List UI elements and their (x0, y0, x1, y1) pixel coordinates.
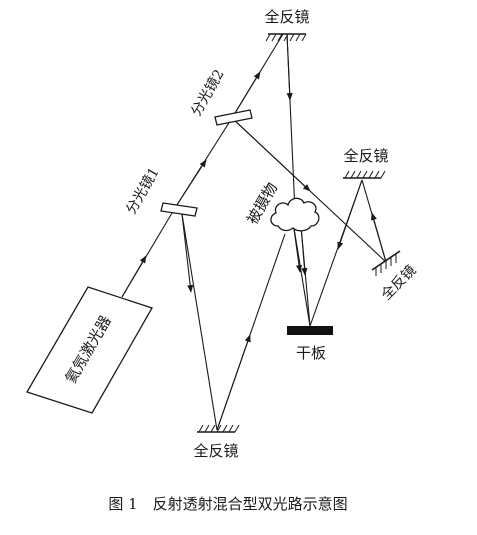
ray-arrow-splitter1-to-splitter2 (174, 159, 207, 209)
holographic-plate: 干板 (287, 326, 333, 362)
mirror-right-lower-hatch (375, 254, 397, 276)
ray-arrow-laser-to-splitter1 (121, 255, 147, 298)
ray-arrow-splitter2-to-right-lower-mirror (231, 117, 311, 192)
ray-arrow-splitter1-to-bottom-mirror (181, 213, 194, 293)
splitter1-label: 分光镜1 (123, 165, 162, 217)
splitter2-plate (214, 109, 253, 126)
laser-device: 氦氖激光器 (26, 286, 153, 414)
figure-caption: 图 1 反射透射混合型双光路示意图 (108, 495, 347, 513)
mirror-right-upper-hatch (344, 170, 386, 179)
mirror-right-lower: 全反镜 (371, 250, 420, 304)
mirror-right-upper-label: 全反镜 (343, 147, 388, 165)
splitter2-label: 分光镜2 (188, 67, 227, 119)
mirror-bottom-hatch (198, 424, 240, 433)
plate-label: 干板 (296, 344, 326, 362)
splitter1-plate (160, 202, 198, 217)
ray-arrow-object-to-plate-a (292, 221, 303, 273)
mirror-right-lower-label: 全反镜 (378, 262, 420, 304)
plate-bar (287, 326, 333, 335)
light-rays (121, 33, 387, 431)
ray-arrow-splitter2-to-top-mirror (231, 71, 261, 119)
ray-arrow-right-lower-to-right-upper (370, 212, 387, 263)
object: 被摄物 (243, 180, 320, 232)
ray-splitter1-to-bottom-mirror (181, 213, 218, 431)
mirror-bottom-label: 全反镜 (193, 442, 238, 460)
mirror-bottom: 全反镜 (193, 424, 240, 460)
laser-body (26, 286, 153, 414)
ray-arrow-object-to-plate-b (300, 225, 308, 276)
ray-arrow-right-upper-to-plate (337, 179, 363, 250)
mirror-top-label: 全反镜 (264, 8, 309, 26)
mirror-right-upper: 全反镜 (343, 147, 389, 179)
mirror-top-hatch (265, 33, 307, 42)
mirror-top: 全反镜 (264, 8, 310, 42)
ray-arrow-bottom-mirror-to-object (216, 334, 251, 431)
object-cloud-shape (270, 197, 320, 232)
ray-arrow-top-mirror-down (286, 33, 293, 101)
beam-splitter-2: 分光镜2 (188, 67, 253, 126)
